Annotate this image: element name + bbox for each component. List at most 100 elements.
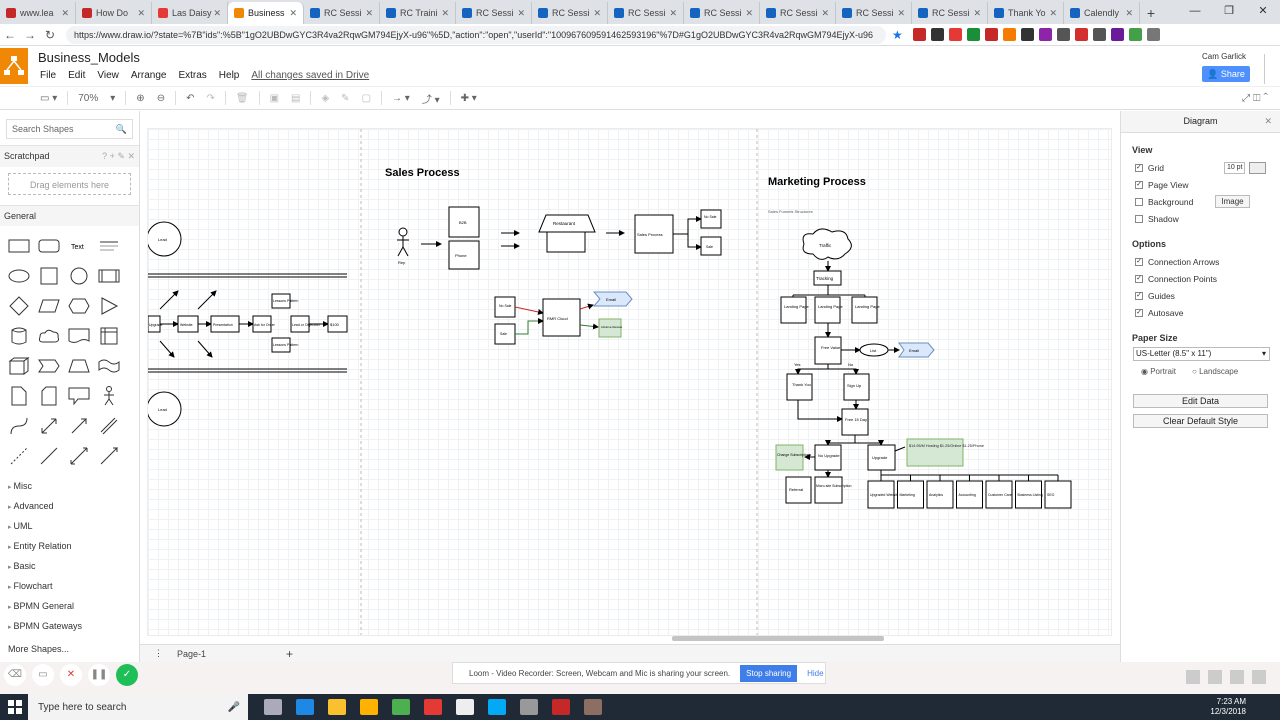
camera-icon[interactable]: ▭ — [32, 664, 54, 686]
diagram-svg[interactable]: Lead Upgrade Website Presentation Ask fo… — [148, 129, 1112, 636]
more-shapes-link[interactable]: More Shapes... — [8, 644, 70, 654]
autosave-option[interactable]: Autosave — [1135, 304, 1280, 321]
skype-icon[interactable] — [488, 699, 506, 715]
phone-node[interactable] — [448, 240, 480, 270]
shape-category[interactable]: Entity Relation — [0, 536, 139, 556]
bookmark-star-icon[interactable]: ★ — [892, 27, 903, 42]
cloud-shape[interactable] — [34, 324, 64, 348]
autosave-checkbox[interactable] — [1135, 308, 1143, 317]
service-node[interactable] — [867, 480, 895, 509]
service-node[interactable] — [956, 480, 983, 509]
sign-up-node[interactable] — [843, 373, 870, 401]
shape-category[interactable]: BPMN General — [0, 596, 139, 616]
grid-color-swatch[interactable] — [1249, 161, 1266, 174]
extension-icon[interactable] — [1128, 28, 1142, 41]
tab-close-icon[interactable]: ✕ — [821, 7, 829, 18]
extension-icon[interactable] — [930, 28, 944, 41]
feedback-icon[interactable] — [1186, 670, 1200, 684]
hide-button[interactable]: Hide — [807, 668, 824, 678]
browser-tab[interactable]: RC Sessi✕ — [304, 2, 380, 24]
browser-tab[interactable]: RC Sessi✕ — [456, 2, 532, 24]
scratchpad-dropzone[interactable]: Drag elements here — [8, 173, 131, 195]
trapezoid-shape[interactable] — [64, 354, 94, 378]
redo-icon[interactable]: ↷ — [206, 92, 215, 104]
tab-close-icon[interactable]: ✕ — [517, 7, 525, 18]
taskbar-search[interactable]: Type here to search 🎤 — [28, 694, 248, 720]
ask-order-node[interactable] — [252, 315, 272, 333]
lessons-node-top[interactable] — [271, 293, 291, 309]
bidirectional-arrow-shape[interactable] — [34, 414, 64, 438]
discard-icon[interactable]: ✕ — [60, 664, 82, 686]
add-page-icon[interactable]: + — [286, 646, 294, 661]
menu-edit[interactable]: Edit — [68, 70, 86, 81]
referral-node[interactable] — [785, 476, 812, 504]
service-node[interactable] — [1044, 480, 1072, 509]
extension-icon[interactable] — [984, 28, 998, 41]
reload-icon[interactable]: ↻ — [44, 27, 56, 42]
finish-record-icon[interactable]: ✓ — [116, 664, 138, 686]
fullscreen-icon[interactable]: ⤢ ◫ ⌃ — [1242, 92, 1268, 104]
tab-close-icon[interactable]: ✕ — [137, 7, 145, 18]
b2b-node[interactable] — [448, 206, 480, 238]
browser-tab[interactable]: RC Sessi✕ — [684, 2, 760, 24]
parallelogram-shape[interactable] — [34, 294, 64, 318]
extension-icon[interactable] — [1110, 28, 1124, 41]
close-window-icon[interactable]: ✕ — [1258, 5, 1268, 17]
app-icon[interactable] — [552, 699, 570, 715]
page-menu-icon[interactable]: ⋮ — [154, 648, 163, 658]
tab-close-icon[interactable]: ✕ — [669, 7, 677, 18]
user-name[interactable]: Cam Garlick — [1201, 52, 1246, 61]
service-node[interactable] — [926, 480, 954, 509]
tab-close-icon[interactable]: ✕ — [973, 7, 981, 18]
no-sale-node[interactable] — [700, 209, 722, 229]
connection-icon[interactable]: → ▾ — [392, 92, 410, 104]
shadow-checkbox[interactable] — [1135, 214, 1143, 223]
zoom-dropdown-icon[interactable]: ▾ — [110, 92, 116, 104]
minimize-icon[interactable]: — — [1189, 5, 1201, 17]
textbox-shape[interactable] — [94, 234, 124, 258]
diamond-shape[interactable] — [4, 294, 34, 318]
browser-tab[interactable]: Business✕ — [228, 2, 304, 24]
cube-shape[interactable] — [4, 354, 34, 378]
connection-points-checkbox[interactable] — [1135, 274, 1143, 283]
guides-option[interactable]: Guides — [1135, 287, 1280, 304]
document-shape[interactable] — [64, 324, 94, 348]
link-shape[interactable] — [94, 414, 124, 438]
extension-icon[interactable] — [966, 28, 980, 41]
browser-tab[interactable]: RC Sessi✕ — [608, 2, 684, 24]
rmr-cloud-node[interactable] — [542, 298, 581, 337]
lifetime-review-node[interactable] — [598, 318, 622, 338]
edge-icon[interactable] — [296, 699, 314, 715]
forward-icon[interactable]: → — [24, 27, 36, 42]
restaurant-node[interactable] — [538, 214, 596, 233]
browser-tab[interactable]: RC Traini✕ — [380, 2, 456, 24]
chrome-icon[interactable] — [392, 699, 410, 715]
maximize-icon[interactable]: ❐ — [1224, 5, 1234, 17]
shape-category[interactable]: Flowchart — [0, 576, 139, 596]
edit-data-button[interactable]: Edit Data — [1133, 394, 1268, 408]
tab-close-icon[interactable]: ✕ — [61, 7, 69, 18]
extension-icon[interactable] — [1092, 28, 1106, 41]
background-image-button[interactable]: Image — [1215, 195, 1250, 208]
grid-size-input[interactable]: 10 pt — [1223, 161, 1246, 174]
portrait-option[interactable]: ◉ Portrait — [1141, 367, 1176, 376]
task-view-icon[interactable] — [264, 699, 282, 715]
landing-page-node-1[interactable] — [780, 296, 807, 324]
tab-close-icon[interactable]: ✕ — [897, 7, 905, 18]
background-checkbox[interactable] — [1135, 197, 1143, 206]
shape-category[interactable]: Basic — [0, 556, 139, 576]
shape-category[interactable]: Misc — [0, 476, 139, 496]
connection-arrows-option[interactable]: Connection Arrows — [1135, 253, 1280, 270]
extension-icon[interactable] — [1056, 28, 1070, 41]
insert-icon[interactable]: ✚ ▾ — [460, 92, 477, 104]
shadow-icon[interactable]: ▢ — [361, 92, 372, 104]
new-tab-button[interactable]: + — [1146, 5, 1156, 21]
profile-avatar-icon[interactable] — [1146, 28, 1160, 41]
cylinder-shape[interactable] — [4, 324, 34, 348]
change-subscriptions-node[interactable] — [775, 444, 804, 471]
diagram-tab[interactable]: Diagram — [1183, 116, 1218, 126]
extension-icon[interactable] — [1020, 28, 1034, 41]
save-status-link[interactable]: All changes saved in Drive — [251, 70, 370, 81]
note-shape[interactable] — [4, 384, 34, 408]
tab-close-icon[interactable]: ✕ — [365, 7, 373, 18]
